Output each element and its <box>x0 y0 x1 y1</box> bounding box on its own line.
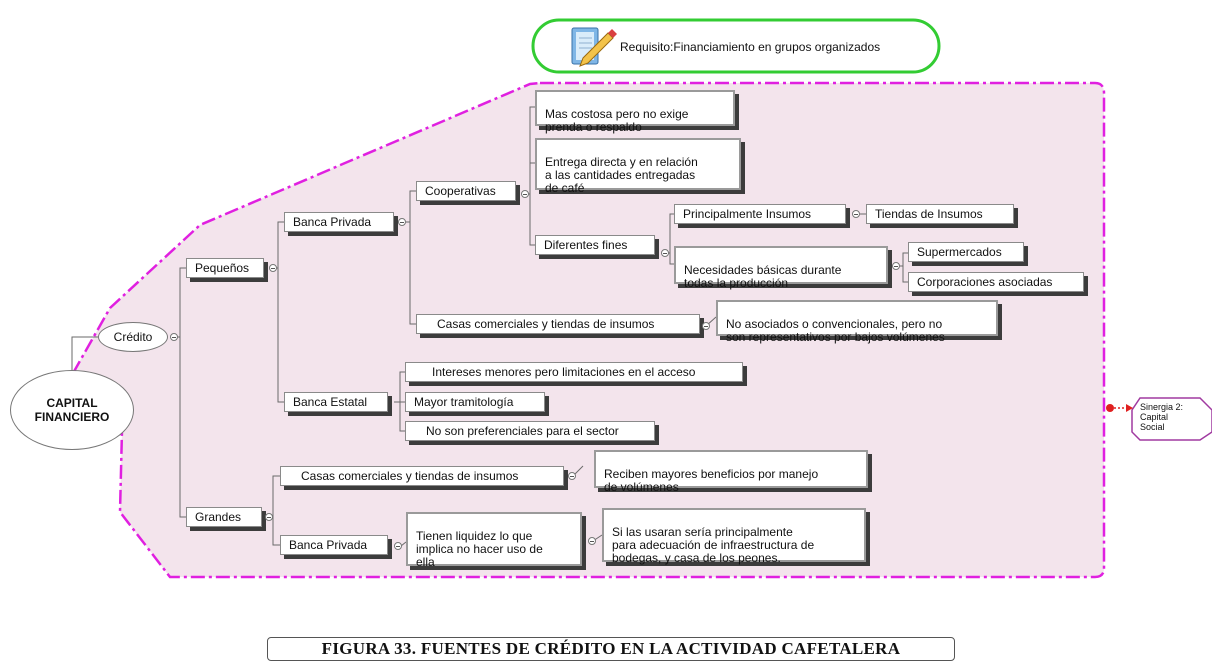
cooperativas-label: Cooperativas <box>425 184 496 198</box>
node-pequenos[interactable]: Pequeños <box>186 258 264 278</box>
casas-comerciales-pequenos-label: Casas comerciales y tiendas de insumos <box>437 317 655 331</box>
relationship-arrow <box>1106 404 1133 412</box>
requirement-capsule <box>531 18 941 74</box>
reciben-mayores-label: Reciben mayores beneficios por manejo de… <box>604 467 819 494</box>
coop-mas-costosa-label: Mas costosa pero no exige prenda o respa… <box>545 107 689 134</box>
principalmente-insumos-label: Principalmente Insumos <box>683 207 812 221</box>
casas-comerciales-grandes-label: Casas comerciales y tiendas de insumos <box>301 469 519 483</box>
node-supermercados[interactable]: Supermercados <box>908 242 1024 262</box>
node-cooperativas[interactable]: Cooperativas <box>416 181 516 201</box>
collapse-pequenos-icon[interactable] <box>269 264 277 272</box>
node-tiendas-de-insumos[interactable]: Tiendas de Insumos <box>866 204 1014 224</box>
tienen-liquidez-label: Tienen liquidez lo que implica no hacer … <box>416 529 543 569</box>
collapse-necesidades-icon[interactable] <box>892 262 900 270</box>
requirement-label: Requisito:Financiamiento en grupos organ… <box>620 40 881 54</box>
node-casas-comerciales-pequenos[interactable]: Casas comerciales y tiendas de insumos <box>416 314 700 334</box>
collapse-diferentes-fines-icon[interactable] <box>661 249 669 257</box>
banca-estatal-label: Banca Estatal <box>293 395 368 409</box>
node-necesidades-basicas[interactable]: Necesidades básicas durante todas la pro… <box>674 246 888 290</box>
collapse-grandes-icon[interactable] <box>265 513 273 521</box>
node-coop-entrega-directa[interactable]: Entrega directa y en relación a las cant… <box>535 138 741 195</box>
node-no-asociados[interactable]: No asociados o convencionales, pero no s… <box>716 300 998 344</box>
node-reciben-mayores[interactable]: Reciben mayores beneficios por manejo de… <box>594 450 868 494</box>
intereses-menores-label: Intereses menores pero limitaciones en e… <box>432 365 696 379</box>
tiendas-de-insumos-label: Tiendas de Insumos <box>875 207 983 221</box>
node-grandes[interactable]: Grandes <box>186 507 262 527</box>
node-si-las-usaran[interactable]: Si las usaran sería principalmente para … <box>602 508 866 565</box>
no-son-preferenciales-label: No son preferenciales para el sector <box>426 424 619 438</box>
coop-entrega-directa-label: Entrega directa y en relación a las cant… <box>545 155 698 195</box>
node-tienen-liquidez[interactable]: Tienen liquidez lo que implica no hacer … <box>406 512 582 569</box>
sinergia-octagon <box>1131 397 1212 441</box>
node-credito[interactable]: Crédito <box>98 322 168 352</box>
necesidades-basicas-label: Necesidades básicas durante todas la pro… <box>684 263 842 290</box>
node-banca-estatal[interactable]: Banca Estatal <box>284 392 388 412</box>
root-node-capital-financiero[interactable]: CAPITAL FINANCIERO <box>10 370 134 450</box>
node-corporaciones-asociadas[interactable]: Corporaciones asociadas <box>908 272 1084 292</box>
node-no-son-preferenciales[interactable]: No son preferenciales para el sector <box>405 421 655 441</box>
credito-label: Crédito <box>113 330 153 344</box>
sinergia-label: Sinergia 2: Capital Social <box>1140 402 1184 432</box>
collapse-principalmente-icon[interactable] <box>852 210 860 218</box>
banca-privada-grandes-label: Banca Privada <box>289 538 368 552</box>
node-diferentes-fines[interactable]: Diferentes fines <box>535 235 655 255</box>
figure-caption: FIGURA 33. FUENTES DE CRÉDITO EN LA ACTI… <box>267 637 955 661</box>
corporaciones-asociadas-label: Corporaciones asociadas <box>917 275 1053 289</box>
node-coop-mas-costosa[interactable]: Mas costosa pero no exige prenda o respa… <box>535 90 735 134</box>
grandes-label: Grandes <box>195 510 242 524</box>
collapse-credito-icon[interactable] <box>170 333 178 341</box>
collapse-banca-privada-icon[interactable] <box>398 218 406 226</box>
pequenos-label: Pequeños <box>195 261 250 275</box>
collapse-liquidez-icon[interactable] <box>588 537 596 545</box>
supermercados-label: Supermercados <box>917 245 1002 259</box>
root-label: CAPITAL FINANCIERO <box>34 396 110 424</box>
node-casas-comerciales-grandes[interactable]: Casas comerciales y tiendas de insumos <box>280 466 564 486</box>
node-principalmente-insumos[interactable]: Principalmente Insumos <box>674 204 846 224</box>
note-pencil-icon <box>571 27 617 67</box>
node-mayor-tramitologia[interactable]: Mayor tramitología <box>405 392 545 412</box>
collapse-banca-privada-grandes-icon[interactable] <box>394 542 402 550</box>
banca-privada-pequenos-label: Banca Privada <box>293 215 372 229</box>
diferentes-fines-label: Diferentes fines <box>544 238 628 252</box>
node-intereses-menores[interactable]: Intereses menores pero limitaciones en e… <box>405 362 743 382</box>
collapse-casas-pequenos-icon[interactable] <box>702 322 710 330</box>
mayor-tramitologia-label: Mayor tramitología <box>414 395 514 409</box>
si-las-usaran-label: Si las usaran sería principalmente para … <box>612 525 815 565</box>
collapse-casas-grandes-icon[interactable] <box>568 472 576 480</box>
node-banca-privada-grandes[interactable]: Banca Privada <box>280 535 388 555</box>
collapse-cooperativas-icon[interactable] <box>521 190 529 198</box>
node-banca-privada-pequenos[interactable]: Banca Privada <box>284 212 394 232</box>
no-asociados-label: No asociados o convencionales, pero no s… <box>726 317 945 344</box>
